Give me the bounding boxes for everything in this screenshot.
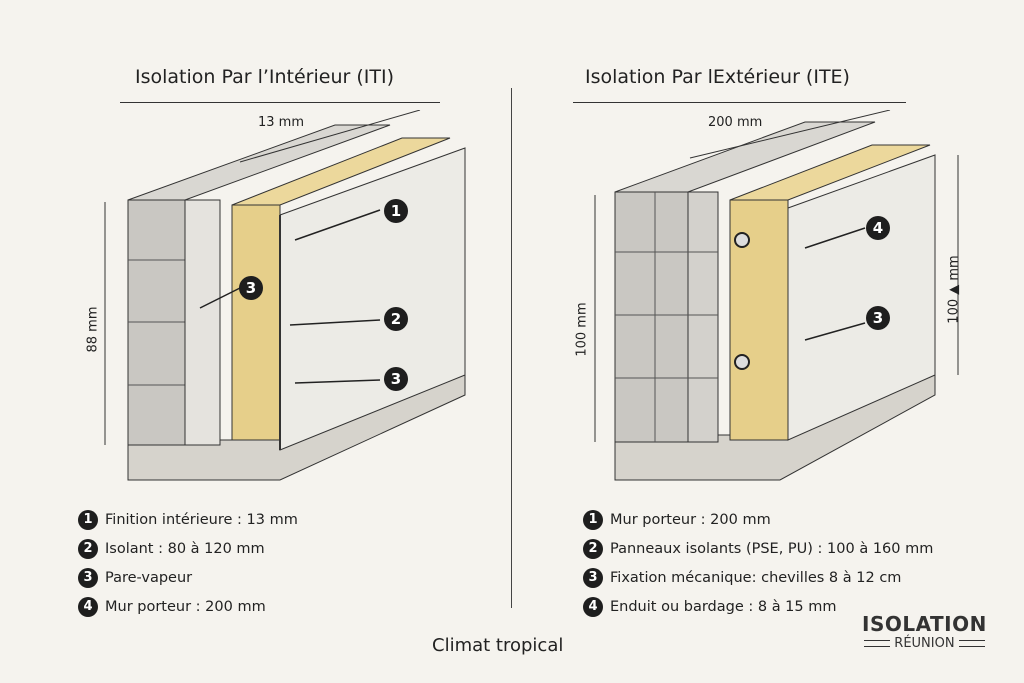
iti-callout-3: 3	[384, 367, 408, 391]
legend-text: Panneaux isolants (PSE, PU) : 100 à 160 …	[610, 540, 934, 557]
iti-insulation-top	[231, 137, 451, 206]
iti-leader-arrows	[199, 209, 381, 384]
ite-dim-side: 100 mm	[574, 302, 590, 357]
ite-dim-top: 200 mm	[708, 115, 763, 130]
legend-item: 1 Finition intérieure : 13 mm	[78, 505, 298, 534]
legend-item: 2 Isolant : 80 à 120 mm	[78, 534, 298, 563]
iti-callout-2: 2	[384, 307, 408, 331]
ite-brick-joints	[615, 192, 718, 442]
number-badge: 4	[583, 596, 603, 617]
legend-text: Mur porteur : 200 mm	[610, 511, 771, 528]
number-badge: 2	[583, 538, 603, 559]
iti-title-rule	[120, 102, 440, 103]
ite-wall-illustration	[594, 110, 959, 481]
ite-masonry-front	[614, 191, 689, 443]
iti-insulation	[231, 204, 281, 441]
number-badge: 3	[583, 567, 603, 588]
legend-item: 3 Pare-vapeur	[78, 563, 298, 592]
logo-line2-wrap: RÉUNION	[864, 636, 985, 651]
number-badge: 2	[78, 538, 98, 559]
footer-caption: Climat tropical	[432, 635, 564, 656]
logo-line2: RÉUNION	[894, 636, 955, 651]
ite-dim-top-line	[689, 110, 891, 159]
legend-text: Enduit ou bardage : 8 à 15 mm	[610, 598, 837, 615]
ite-callout-4: 4	[866, 216, 890, 240]
center-divider	[511, 88, 512, 608]
number-badge: 4	[78, 596, 98, 617]
iti-callout-3b: 3	[239, 276, 263, 300]
legend-text: Isolant : 80 à 120 mm	[105, 540, 265, 557]
iti-wall-illustration	[104, 110, 466, 481]
ite-callout-3: 3	[866, 306, 890, 330]
ite-insulation-top	[729, 144, 931, 201]
ite-anchor-icons	[734, 232, 750, 370]
legend-item: 1 Mur porteur : 200 mm	[583, 505, 933, 534]
ite-title-rule	[573, 102, 906, 103]
legend-item: 2 Panneaux isolants (PSE, PU) : 100 à 160…	[583, 534, 933, 563]
iti-brick-joints	[128, 259, 185, 386]
logo-line1: ISOLATION	[862, 612, 987, 636]
legend-text: Finition intérieure : 13 mm	[105, 511, 298, 528]
legend-text: Fixation mécanique: chevilles 8 à 12 cm	[610, 569, 902, 586]
ite-dim-right: 100 ▲ mm	[946, 255, 962, 324]
legend-text: Mur porteur : 200 mm	[105, 598, 266, 615]
legend-item: 4 Mur porteur : 200 mm	[78, 592, 298, 621]
ite-render-panel	[787, 154, 936, 441]
iti-dim-side: 88 mm	[85, 306, 101, 353]
legend-item: 3 Fixation mécanique: chevilles 8 à 12 cm	[583, 563, 933, 592]
iti-vapor-barrier	[184, 199, 221, 446]
ite-title: Isolation Par lExtérieur (ITE)	[585, 66, 850, 88]
brand-logo: ISOLATION RÉUNION	[862, 612, 987, 651]
iti-legend: 1 Finition intérieure : 13 mm 2 Isolant : …	[78, 505, 298, 621]
ite-leader-arrows	[804, 227, 866, 341]
number-badge: 3	[78, 567, 98, 588]
legend-text: Pare-vapeur	[105, 569, 193, 586]
iti-dim-top: 13 mm	[258, 115, 305, 130]
number-badge: 1	[78, 509, 98, 530]
iti-dim-top-line	[239, 110, 421, 163]
iti-callout-1: 1	[384, 199, 408, 223]
iti-title: Isolation Par l’Intérieur (ITI)	[135, 66, 394, 88]
ite-legend: 1 Mur porteur : 200 mm 2 Panneaux isolants…	[583, 505, 933, 621]
legend-item: 4 Enduit ou bardage : 8 à 15 mm	[583, 592, 933, 621]
number-badge: 1	[583, 509, 603, 530]
